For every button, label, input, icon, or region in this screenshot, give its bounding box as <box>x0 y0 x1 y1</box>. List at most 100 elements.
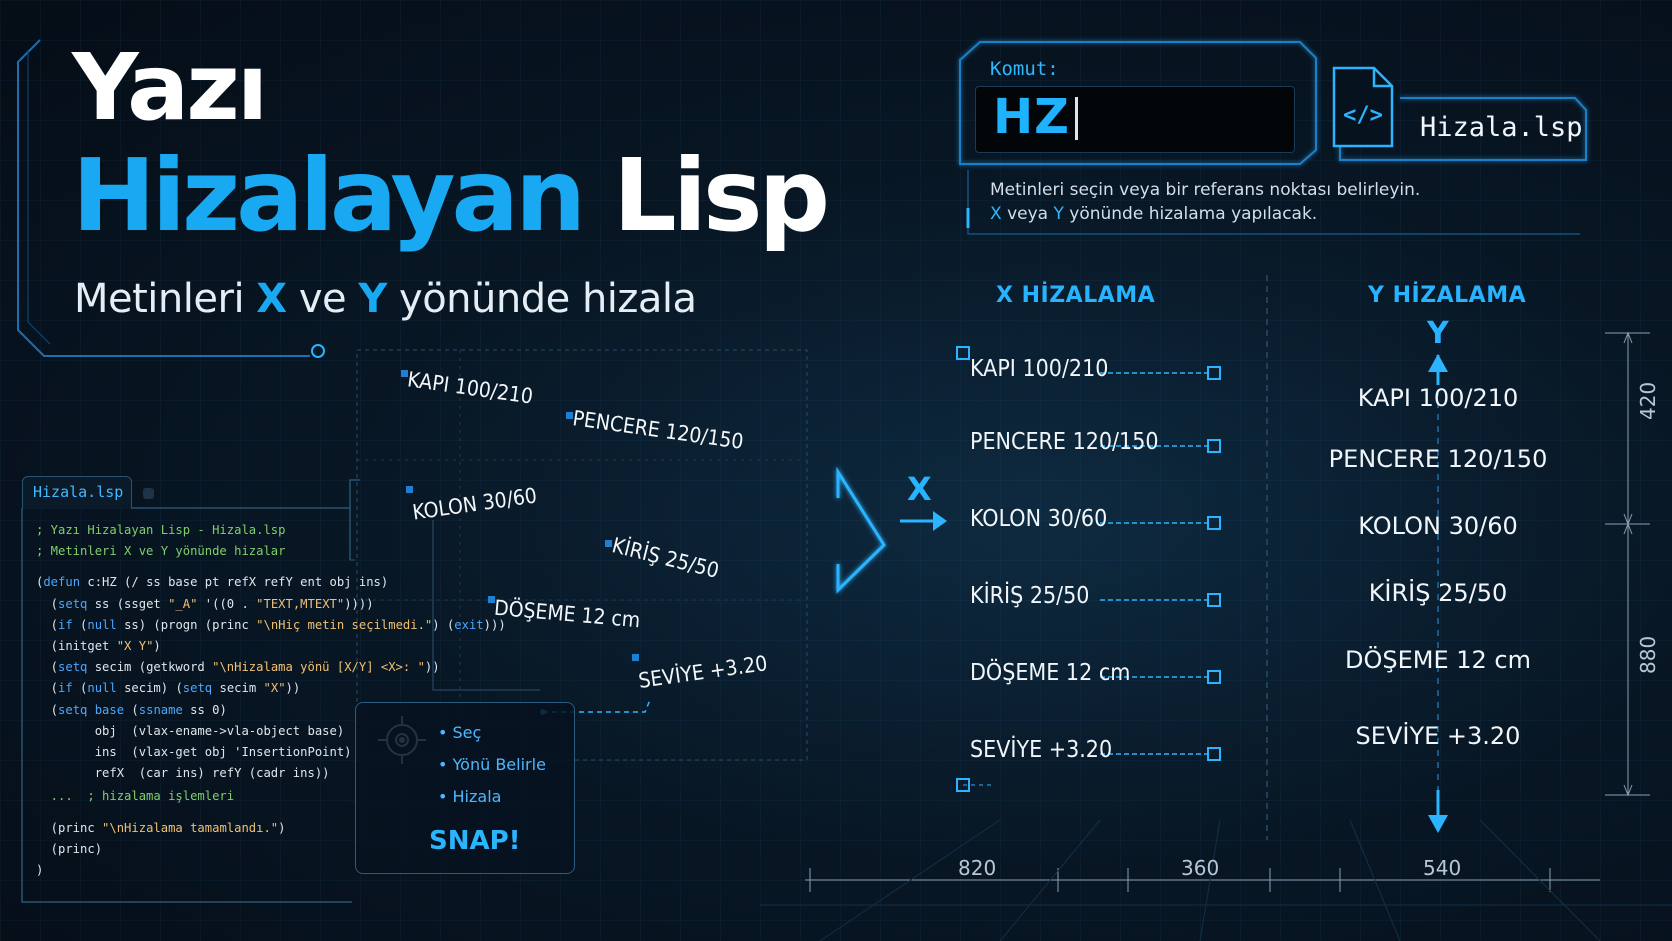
x-aligned-item[interactable]: DÖŞEME 12 cm <box>970 660 1131 686</box>
x-aligned-item[interactable]: SEVİYE +3.20 <box>970 737 1113 763</box>
text-cursor <box>1075 97 1078 140</box>
code-token: ))) <box>483 617 506 632</box>
x-grip-square <box>1207 670 1221 684</box>
desc-y: Y <box>1053 204 1064 224</box>
x-guide-lines <box>1100 366 1221 761</box>
code-line: ins (vlax-get obj 'InsertionPoint) <box>36 742 506 763</box>
snap-step-align: • Hizala <box>438 787 502 806</box>
x-aligned-item[interactable]: KİRİŞ 25/50 <box>970 583 1090 609</box>
code-token: ( <box>72 617 88 632</box>
code-line <box>36 562 506 572</box>
code-token: obj (vlax-ename->vla-object base) <box>36 723 345 738</box>
x-aligned-item[interactable]: PENCERE 120/150 <box>970 429 1159 455</box>
editor-tab-label: Hizala.lsp <box>33 483 124 501</box>
code-token: ss (ssget <box>87 596 169 611</box>
y-aligned-item[interactable]: KAPI 100/210 <box>1357 384 1519 412</box>
code-token: exit <box>454 617 484 632</box>
command-frame <box>959 41 1317 165</box>
code-token: if <box>58 617 73 632</box>
code-token: ( <box>36 660 59 675</box>
code-token: "X" <box>263 681 286 696</box>
editor-tab-close[interactable] <box>143 488 154 499</box>
code-line: (princ "\nHizalama tamamlandı.") <box>36 818 506 839</box>
grip-handle[interactable] <box>566 412 573 419</box>
x-aligned-item[interactable]: KAPI 100/210 <box>970 356 1109 382</box>
code-token: ( <box>36 702 59 717</box>
grip-handle[interactable] <box>488 596 495 603</box>
y-aligned-item[interactable]: DÖŞEME 12 cm <box>1344 646 1531 674</box>
x-aligned-item[interactable]: KOLON 30/60 <box>970 506 1108 532</box>
code-token: "\nHizalama yönü [X/Y] <X>: " <box>212 660 425 675</box>
code-token: (princ) <box>36 841 103 856</box>
snap-step-select: • Seç <box>438 723 482 742</box>
code-line: ; Metinleri X ve Y yönünde hizalar <box>36 541 506 562</box>
code-line: (defun c:HZ (/ ss base pt refX refY ent … <box>36 572 506 593</box>
code-token: ) ( <box>432 617 455 632</box>
main-title-line1: Yazı <box>72 34 268 141</box>
command-input[interactable] <box>975 86 1295 153</box>
code-token: ( <box>36 681 59 696</box>
subtitle-y: Y <box>358 276 387 322</box>
code-token: secim) ( <box>116 681 183 696</box>
grip-handle[interactable] <box>401 370 408 377</box>
code-token: ( <box>72 681 88 696</box>
code-token: secim (getkword <box>87 660 213 675</box>
code-token: ) <box>36 863 44 878</box>
code-token: null <box>87 617 117 632</box>
code-line: (setq ss (ssget "_A" '((0 . "TEXT,MTEXT"… <box>36 594 506 615</box>
code-token: ssname <box>138 702 183 717</box>
code-token: ) <box>278 820 286 835</box>
y-aligned-item[interactable]: KİRİŞ 25/50 <box>1368 579 1508 607</box>
grip-handle[interactable] <box>406 486 413 493</box>
grip-handle[interactable] <box>632 654 639 661</box>
main-title-line2: Hizalayan Lisp <box>72 146 830 246</box>
flow-arrow <box>740 466 886 594</box>
y-aligned-item[interactable]: PENCERE 120/150 <box>1328 445 1548 473</box>
code-token: null <box>87 681 117 696</box>
code-line: (if (null secim) (setq secim "X")) <box>36 678 506 699</box>
editor-tab[interactable] <box>22 476 132 509</box>
code-token: c:HZ (/ ss base pt refX refY ent obj ins… <box>80 575 389 590</box>
code-token: secim <box>212 681 264 696</box>
y-axis-label: Y <box>1427 316 1450 351</box>
code-token: setq <box>182 681 213 696</box>
y-aligned-item[interactable]: KOLON 30/60 <box>1358 512 1518 540</box>
x-axis-label: X <box>907 470 933 508</box>
dim-vertical-420: 420 <box>1636 381 1660 420</box>
y-align-header: Y HİZALAMA <box>1368 283 1527 308</box>
code-token: )) <box>424 660 440 675</box>
code-token: ( <box>36 575 44 590</box>
code-token: ins (vlax-get obj 'InsertionPoint) <box>36 745 352 760</box>
x-grip-square <box>1207 747 1221 761</box>
svg-text:</>: </> <box>1343 103 1383 128</box>
grip-handle[interactable] <box>605 540 612 547</box>
desc-line1: Metinleri seçin veya bir referans noktas… <box>990 180 1421 200</box>
subtitle-part1: Metinleri <box>74 276 245 322</box>
desc-end: yönünde hizalama yapılacak. <box>1069 204 1318 224</box>
x-grip-square <box>1207 439 1221 453</box>
title-word-lisp: Lisp <box>613 137 830 254</box>
desc-x: X <box>990 204 1002 224</box>
title-frame <box>17 39 310 357</box>
y-aligned-item[interactable]: SEVİYE +3.20 <box>1355 722 1521 750</box>
code-token: )) <box>285 681 301 696</box>
code-token: ; Yazı Hizalayan Lisp - Hizala.lsp <box>36 523 286 537</box>
x-grip-square <box>1207 516 1221 530</box>
code-line: ... ; hizalama işlemleri <box>36 786 506 807</box>
command-label: Komut: <box>990 58 1059 80</box>
subtitle-part3: yönünde hizala <box>399 276 697 322</box>
code-token: ( <box>124 702 139 717</box>
code-editor: ; Yazı Hizalayan Lisp - Hizala.lsp ; Meti… <box>36 520 506 881</box>
code-token: ... ; hizalama işlemleri <box>36 789 235 804</box>
code-token: ss) (progn (princ <box>116 617 257 632</box>
code-line: ) <box>36 860 506 881</box>
code-token: "_A" <box>168 596 198 611</box>
x-grip-square <box>1207 366 1221 380</box>
code-file-icon: </> <box>1332 66 1394 148</box>
code-line: (setq secim (getkword "\nHizalama yönü [… <box>36 657 506 678</box>
code-token <box>87 703 94 717</box>
dim-horizontal-540: 540 <box>1423 856 1462 880</box>
command-description: Metinleri seçin veya bir referans noktas… <box>990 178 1420 226</box>
